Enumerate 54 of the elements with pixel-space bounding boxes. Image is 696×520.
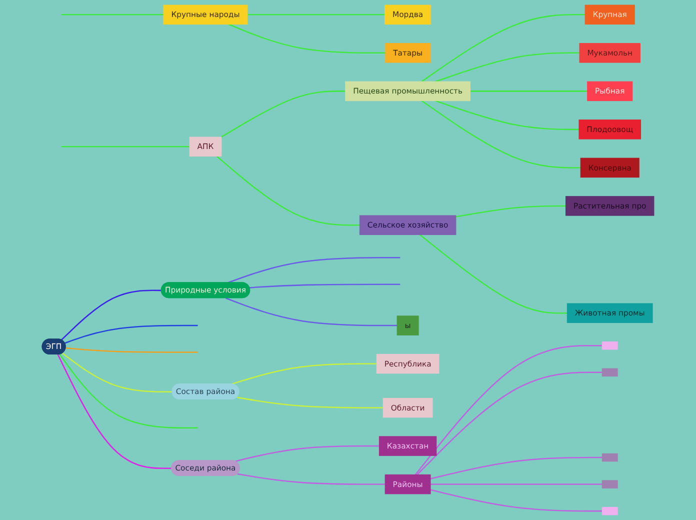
node-box: [376, 354, 440, 374]
node-box: [580, 158, 640, 178]
connector-line: [235, 445, 380, 462]
connector-line: [421, 100, 581, 168]
node-box: [579, 43, 640, 63]
connector-line: [60, 290, 162, 340]
connector-line: [237, 473, 386, 485]
connector-line: [61, 146, 190, 148]
connector-line: [470, 90, 588, 92]
connector-line: [419, 234, 568, 314]
node-box: [396, 316, 419, 336]
connector-line: [421, 14, 586, 82]
node-box: [189, 136, 222, 157]
connector-line: [430, 484, 602, 485]
connector-line: [435, 52, 580, 82]
connector-line: [231, 363, 377, 385]
node-box: [566, 196, 654, 216]
node-box: [602, 480, 618, 488]
connector-line: [59, 354, 198, 428]
connector-line: [247, 14, 385, 16]
node-box: [602, 453, 618, 462]
connector-line: [62, 352, 172, 392]
connector-line: [435, 100, 580, 130]
connector-line: [430, 489, 602, 512]
connector-line: [66, 347, 198, 353]
node-box: [384, 474, 431, 494]
connector-line: [236, 396, 384, 408]
node-box: [602, 506, 618, 516]
connector-line: [228, 24, 386, 54]
node-box: [359, 215, 456, 235]
connector-line: [64, 324, 198, 344]
node-box: [385, 43, 430, 63]
connector-line: [226, 298, 398, 326]
node-box: [602, 341, 618, 350]
node-box: [384, 4, 432, 25]
node-box: [602, 368, 618, 377]
connector-line: [221, 90, 346, 138]
node-box: [578, 120, 642, 140]
node-box: [584, 4, 635, 25]
connector-line: [216, 156, 360, 226]
node-box: [566, 303, 653, 323]
node-box: [345, 81, 470, 102]
connector-line: [430, 456, 602, 480]
connector-line: [416, 372, 602, 476]
node-box: [382, 398, 433, 418]
connector-line: [57, 354, 172, 469]
connector-line: [61, 14, 164, 16]
connector-line: [227, 256, 400, 284]
node-box: [587, 81, 633, 102]
node-box: [163, 4, 248, 25]
connector-line: [456, 205, 566, 218]
node-box: [378, 436, 437, 456]
connector-line: [250, 284, 400, 288]
connector-line: [414, 344, 602, 476]
